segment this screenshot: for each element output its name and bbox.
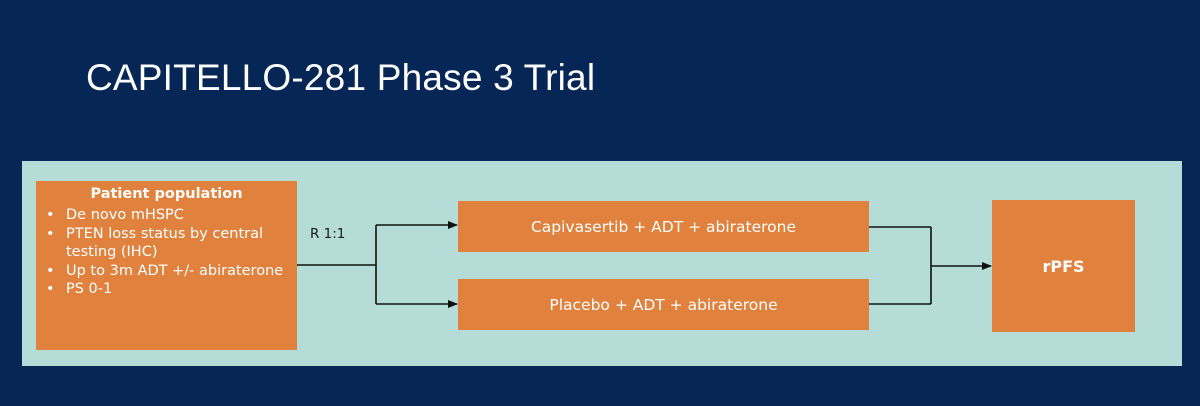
patient-population-box: Patient population De novo mHSPC PTEN lo… — [36, 181, 297, 350]
endpoint-box: rPFS — [992, 200, 1135, 332]
arm-capivasertib-box: Capivasertib + ADT + abiraterone — [458, 201, 869, 252]
population-criterion: Up to 3m ADT +/- abiraterone — [44, 262, 289, 281]
randomization-label: R 1:1 — [310, 226, 346, 242]
patient-population-list: De novo mHSPC PTEN loss status by centra… — [44, 206, 289, 299]
population-criterion: PTEN loss status by central testing (IHC… — [44, 225, 289, 262]
slide-title: CAPITELLO-281 Phase 3 Trial — [86, 57, 596, 98]
trial-design-panel: Patient population De novo mHSPC PTEN lo… — [22, 161, 1182, 366]
population-criterion: De novo mHSPC — [44, 206, 289, 225]
arm-placebo-box: Placebo + ADT + abiraterone — [458, 279, 869, 330]
population-criterion: PS 0-1 — [44, 280, 289, 299]
patient-population-title: Patient population — [90, 186, 243, 202]
connector-lines — [297, 221, 992, 308]
